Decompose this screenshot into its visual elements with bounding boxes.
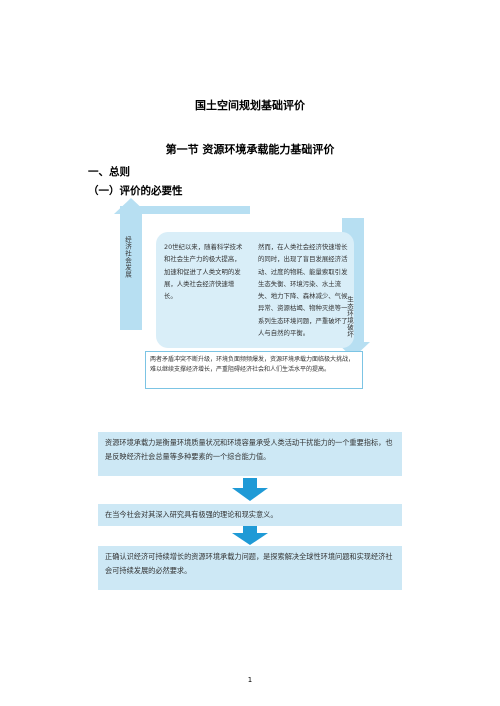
heading-general: 一、总则 [88,166,130,178]
panel-text-development: 20世纪以来，随着科学技术和社会生产力的极大提高，加速和促进了人类文明的发展，人… [164,243,243,301]
page-number: 1 [247,676,253,684]
cycle-top-connector [120,206,250,214]
right-band-label: 生态环境破坏 [345,296,354,338]
flow-box-definition: 资源环境承载力是衡量环境质量状况和环境容量承受人类活动干扰能力的一个重要指标，也… [98,432,402,476]
document-title: 国土空间规划基础评价 [195,99,305,112]
flow-box-requirement: 正确认识经济可持续增长的资源环境承载力问题，是探索解决全球性环境问题和实现经济社… [98,546,402,590]
panel-text-damage: 然而，在人类社会经济快速增长的同时，出现了盲目发展经济活动、过度的物耗、能量索取… [258,243,348,338]
section-title: 第一节 资源环境承载能力基础评价 [165,143,335,156]
flow-box-significance: 在当今社会对其深入研究具有极强的理论和现实意义。 [98,504,402,526]
up-arrow-icon [114,198,148,214]
left-upward-band [120,212,142,330]
conflict-callout: 两者矛盾冲突不断升级，环境负面频频爆发，资源环境承载力面临极大挑战，难以继续支撑… [145,351,363,389]
flow-arrow-2-icon [232,526,268,546]
cycle-panel [156,232,354,348]
flow-arrow-1-icon [232,478,268,502]
heading-necessity: （一）评价的必要性 [88,185,183,197]
left-band-label: 经济社会发展 [123,236,132,278]
